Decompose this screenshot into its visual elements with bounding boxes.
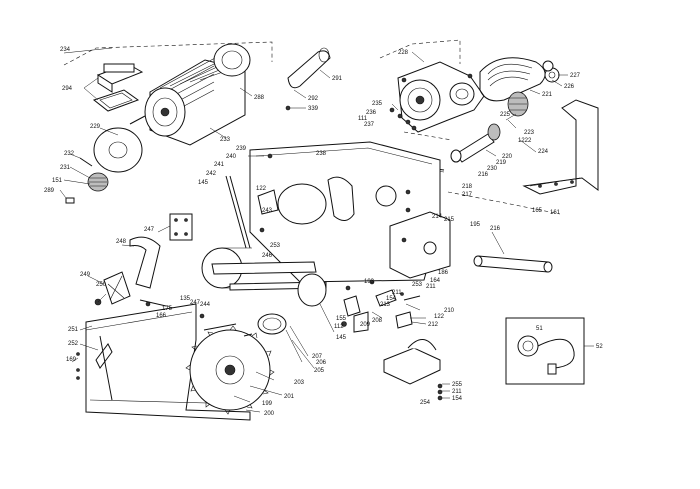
label-203: 203 [294, 380, 305, 386]
label-220: 220 [502, 154, 513, 160]
label-151: 151 [52, 178, 63, 184]
part-number-labels: 234 294 229 232 231 151 289 288 233 291 … [44, 47, 603, 417]
label-193: 193 [364, 279, 375, 285]
label-164: 164 [430, 278, 441, 284]
label-219: 219 [496, 160, 507, 166]
label-291: 291 [332, 76, 343, 82]
label-216-top: 216 [478, 172, 489, 178]
label-166: 166 [156, 313, 167, 319]
right-bracket [447, 99, 599, 215]
label-252: 252 [68, 341, 79, 347]
capacitor [285, 47, 331, 111]
label-199: 199 [262, 401, 273, 407]
label-211c: 211 [452, 389, 462, 395]
label-212: 212 [428, 322, 439, 328]
label-145-top: 145 [198, 180, 209, 186]
label-145-mid: 145 [336, 335, 347, 341]
label-226: 226 [564, 84, 575, 90]
label-237: 237 [364, 122, 375, 128]
label-154: 154 [386, 296, 397, 302]
label-235: 235 [372, 101, 383, 107]
label-218: 218 [462, 184, 473, 190]
label-186: 186 [438, 270, 449, 276]
label-217: 217 [462, 192, 473, 198]
label-240: 240 [226, 154, 237, 160]
label-154b: 154 [452, 396, 463, 402]
label-122-mid: 122 [434, 314, 445, 320]
label-247b: 247 [190, 300, 201, 306]
label-232: 232 [64, 151, 75, 157]
label-229: 229 [90, 124, 101, 130]
label-223: 223 [524, 130, 535, 136]
label-205: 205 [314, 368, 325, 374]
label-200: 200 [264, 411, 275, 417]
label-233: 233 [220, 137, 231, 143]
label-216-right: 216 [490, 226, 501, 232]
label-222: 1222 [518, 138, 532, 144]
label-243: 243 [262, 208, 273, 214]
label-294: 294 [62, 86, 73, 92]
label-239: 239 [236, 146, 247, 152]
label-238: 238 [316, 151, 327, 157]
label-208: 208 [372, 318, 383, 324]
label-161: 161 [550, 210, 561, 216]
label-249: 249 [80, 272, 91, 278]
label-251: 251 [68, 327, 79, 333]
label-214: 214 [432, 214, 443, 220]
label-227: 227 [570, 73, 581, 79]
label-254: 254 [420, 400, 431, 406]
label-248: 248 [116, 239, 127, 245]
label-206: 206 [316, 360, 327, 366]
label-211b: 211 [426, 284, 436, 290]
label-228: 228 [398, 50, 409, 56]
label-236: 236 [366, 110, 377, 116]
label-241: 241 [214, 162, 225, 168]
motor-assembly [59, 41, 273, 204]
label-175: 175 [162, 306, 173, 312]
main-frame-plate [225, 141, 553, 283]
label-231: 231 [60, 165, 71, 171]
label-169: 169 [66, 357, 77, 363]
label-111: 111 [358, 116, 368, 122]
label-195: 195 [470, 222, 481, 228]
label-250: 250 [96, 282, 107, 288]
label-253-center: 253 [270, 243, 281, 249]
label-207: 207 [312, 354, 323, 360]
cable-inset [505, 317, 594, 385]
label-246: 246 [262, 253, 273, 259]
label-247: 247 [144, 227, 155, 233]
label-339: 339 [308, 106, 319, 112]
label-122-top: 122 [256, 186, 267, 192]
label-221: 221 [542, 92, 553, 98]
label-224: 224 [538, 149, 549, 155]
lower-bracket [383, 339, 450, 401]
label-210: 210 [444, 308, 455, 314]
label-242: 242 [206, 171, 217, 177]
label-211: 211 [392, 290, 402, 296]
label-288: 288 [254, 95, 265, 101]
label-225: 225 [500, 112, 511, 118]
label-253-right: 253 [412, 282, 423, 288]
label-292: 292 [308, 96, 319, 102]
label-234: 234 [60, 47, 71, 53]
label-215: 215 [444, 217, 455, 223]
label-289: 289 [44, 188, 55, 194]
left-guards [87, 213, 327, 319]
small-hardware [341, 279, 427, 333]
label-213: 213 [380, 302, 391, 308]
label-155: 155 [336, 316, 347, 322]
label-51: 51 [536, 326, 543, 332]
label-244: 244 [200, 302, 211, 308]
label-112: 112 [334, 324, 344, 330]
label-255: 255 [452, 382, 463, 388]
label-230: 230 [487, 166, 498, 172]
label-165: 165 [532, 208, 543, 214]
label-201: 201 [284, 394, 295, 400]
label-135: 135 [180, 296, 191, 302]
label-209: 209 [360, 322, 371, 328]
label-52: 52 [596, 344, 603, 350]
saw-blade [185, 303, 335, 415]
